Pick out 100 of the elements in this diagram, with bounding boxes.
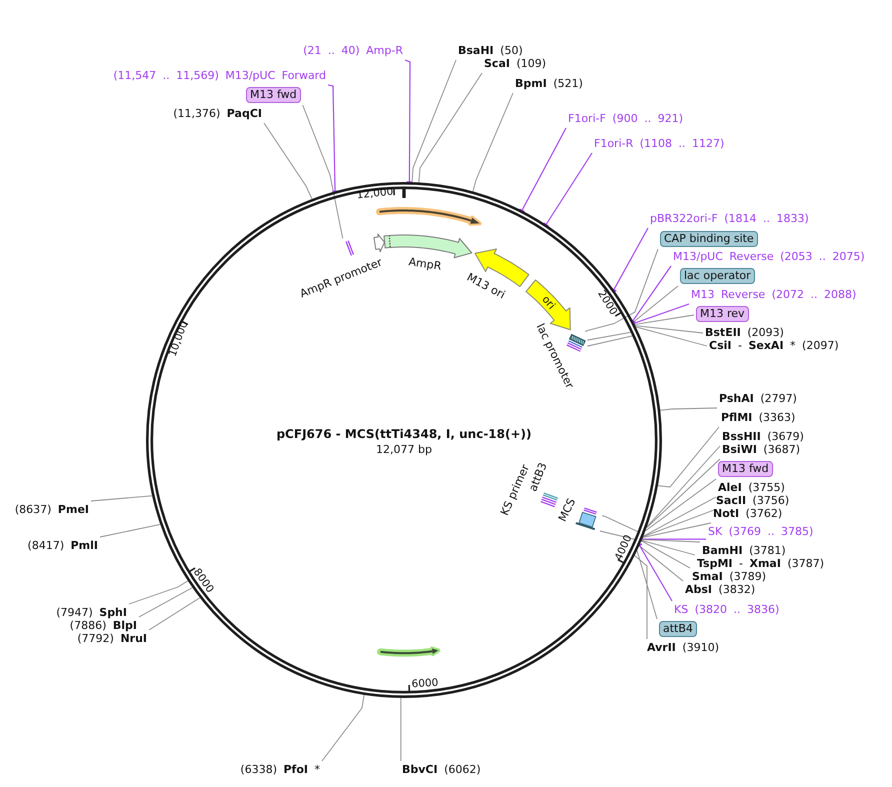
primer-mark (540, 492, 558, 508)
leader-line (100, 524, 161, 538)
restriction-site-label: BstEII (2093) (705, 326, 784, 340)
leader-line (642, 522, 712, 538)
primer-label: (21 .. 40) Amp-R (303, 44, 403, 58)
plasmid-size: 12,077 bp (376, 443, 432, 456)
leader-line (600, 530, 635, 540)
restriction-site-label: AleI (3755) (718, 481, 785, 495)
leader-line (322, 694, 365, 762)
leader-line (635, 326, 708, 346)
restriction-site-label: (11,376) PaqCI (173, 107, 262, 121)
leader-line (472, 92, 514, 192)
restriction-site-label: BbvCI (6062) (402, 763, 481, 777)
leader-line (634, 325, 704, 334)
feature-tag: lac operator (680, 268, 755, 284)
restriction-site-label: BsiWI (3687) (722, 443, 800, 457)
restriction-site-label: NotI (3762) (713, 507, 782, 521)
restriction-site-label: ScaI (109) (484, 57, 546, 71)
restriction-site-label: (7947) SphI (56, 606, 127, 620)
leader-line (90, 495, 153, 502)
leader-line (657, 426, 720, 488)
restriction-site-label: BsaHI (50) (458, 44, 523, 58)
leader-line (641, 540, 696, 556)
leader-line (636, 550, 658, 620)
leader-line (586, 248, 658, 332)
restriction-site-label: AbsI (3832) (685, 583, 756, 597)
leader-line (610, 228, 648, 292)
leader-line (302, 104, 344, 239)
leader-line (404, 59, 413, 183)
restriction-site-label: (7886) BlpI (70, 619, 137, 633)
primer-label: KS (3820 .. 3836) (674, 603, 780, 617)
primer-label: pBR322ori-F (1814 .. 1833) (650, 212, 809, 226)
feature-segment (376, 644, 443, 658)
feature-tag: CAP binding site (660, 231, 758, 247)
feature-tag: attB4 (659, 621, 697, 637)
restriction-site-label: CsiI - SexAI* (2097) (709, 339, 839, 353)
restriction-site-label: PflMI (3363) (721, 411, 796, 425)
leader-line (660, 408, 718, 411)
feature-label: MCS (556, 496, 578, 524)
primer-tag: M13 fwd (246, 87, 301, 103)
leader-line (418, 72, 482, 183)
primer-label: F1ori-F (900 .. 921) (568, 112, 683, 126)
scale-label: 12,000 (356, 186, 394, 202)
primer-label: SK (3769 .. 3785) (708, 525, 814, 539)
leader-line (632, 303, 690, 327)
leader-line (400, 698, 402, 762)
leader-line (636, 543, 672, 602)
leader-line (412, 60, 456, 183)
restriction-site-label: BssHII (3679) (722, 430, 804, 444)
feature-segment (375, 206, 484, 228)
restriction-site-label: (7792) NruI (77, 632, 147, 646)
feature-label: AmpR (408, 255, 442, 273)
leader-line (642, 510, 714, 538)
primer-label: (11,547 .. 11,569) M13/pUC Forward (113, 69, 326, 83)
feature-segment (382, 234, 473, 259)
feature-label: KS primer (498, 462, 532, 518)
leader-line (586, 332, 632, 340)
leader-line (638, 545, 684, 582)
primer-mark (344, 240, 354, 257)
restriction-site-label: SmaI (3789) (692, 570, 766, 584)
primer-tag: M13 rev (696, 306, 749, 322)
leader-line (642, 539, 700, 542)
leader-line (542, 152, 592, 227)
restriction-site-label: (6338) PfoI* (240, 763, 320, 777)
leader-line (586, 335, 633, 346)
leader-line (634, 314, 694, 325)
scale-label: 6000 (411, 676, 439, 692)
leader-line (602, 516, 638, 532)
leader-line (646, 446, 720, 528)
restriction-site-label: TspMI - XmaI (3787) (697, 557, 824, 571)
restriction-site-label: AvrII (3910) (647, 641, 719, 655)
restriction-site-label: SacII (3756) (716, 494, 790, 508)
scale-label: 4000 (612, 533, 636, 563)
leader-line (642, 496, 716, 537)
feature-segment (373, 232, 386, 252)
leader-line (645, 478, 716, 532)
leader-line (148, 597, 200, 630)
feature-name: ori (538, 294, 558, 312)
leader-line (633, 286, 678, 323)
leader-line (328, 84, 339, 192)
leader-line (138, 587, 193, 618)
restriction-site-label: (8417) PmlI (28, 539, 98, 553)
leader-line (518, 128, 566, 213)
restriction-site-label: BamHI (3781) (702, 544, 786, 558)
primer-label: F1ori-R (1108 .. 1127) (594, 137, 724, 151)
leader-line (634, 555, 648, 640)
leader-line (128, 580, 188, 604)
leader-line (641, 536, 706, 543)
restriction-site-label: (8637) PmeI (14, 503, 89, 517)
leader-line (630, 266, 672, 324)
leader-line (646, 458, 720, 528)
restriction-site-label: PshAI (2797) (719, 392, 797, 406)
feature-label: M13 ori (464, 270, 508, 302)
leader-line (264, 122, 312, 200)
leader-line (641, 540, 690, 568)
primer-label: M13/pUC Reverse (2053 .. 2075) (673, 250, 865, 264)
restriction-site-label: BpmI (521) (515, 77, 583, 91)
primer-label: M13 Reverse (2072 .. 2088) (691, 288, 856, 302)
primer-tag: M13 fwd (718, 461, 773, 477)
plasmid-name: pCFJ676 - MCS(ttTi4348, I, unc-18(+)) (276, 427, 532, 442)
